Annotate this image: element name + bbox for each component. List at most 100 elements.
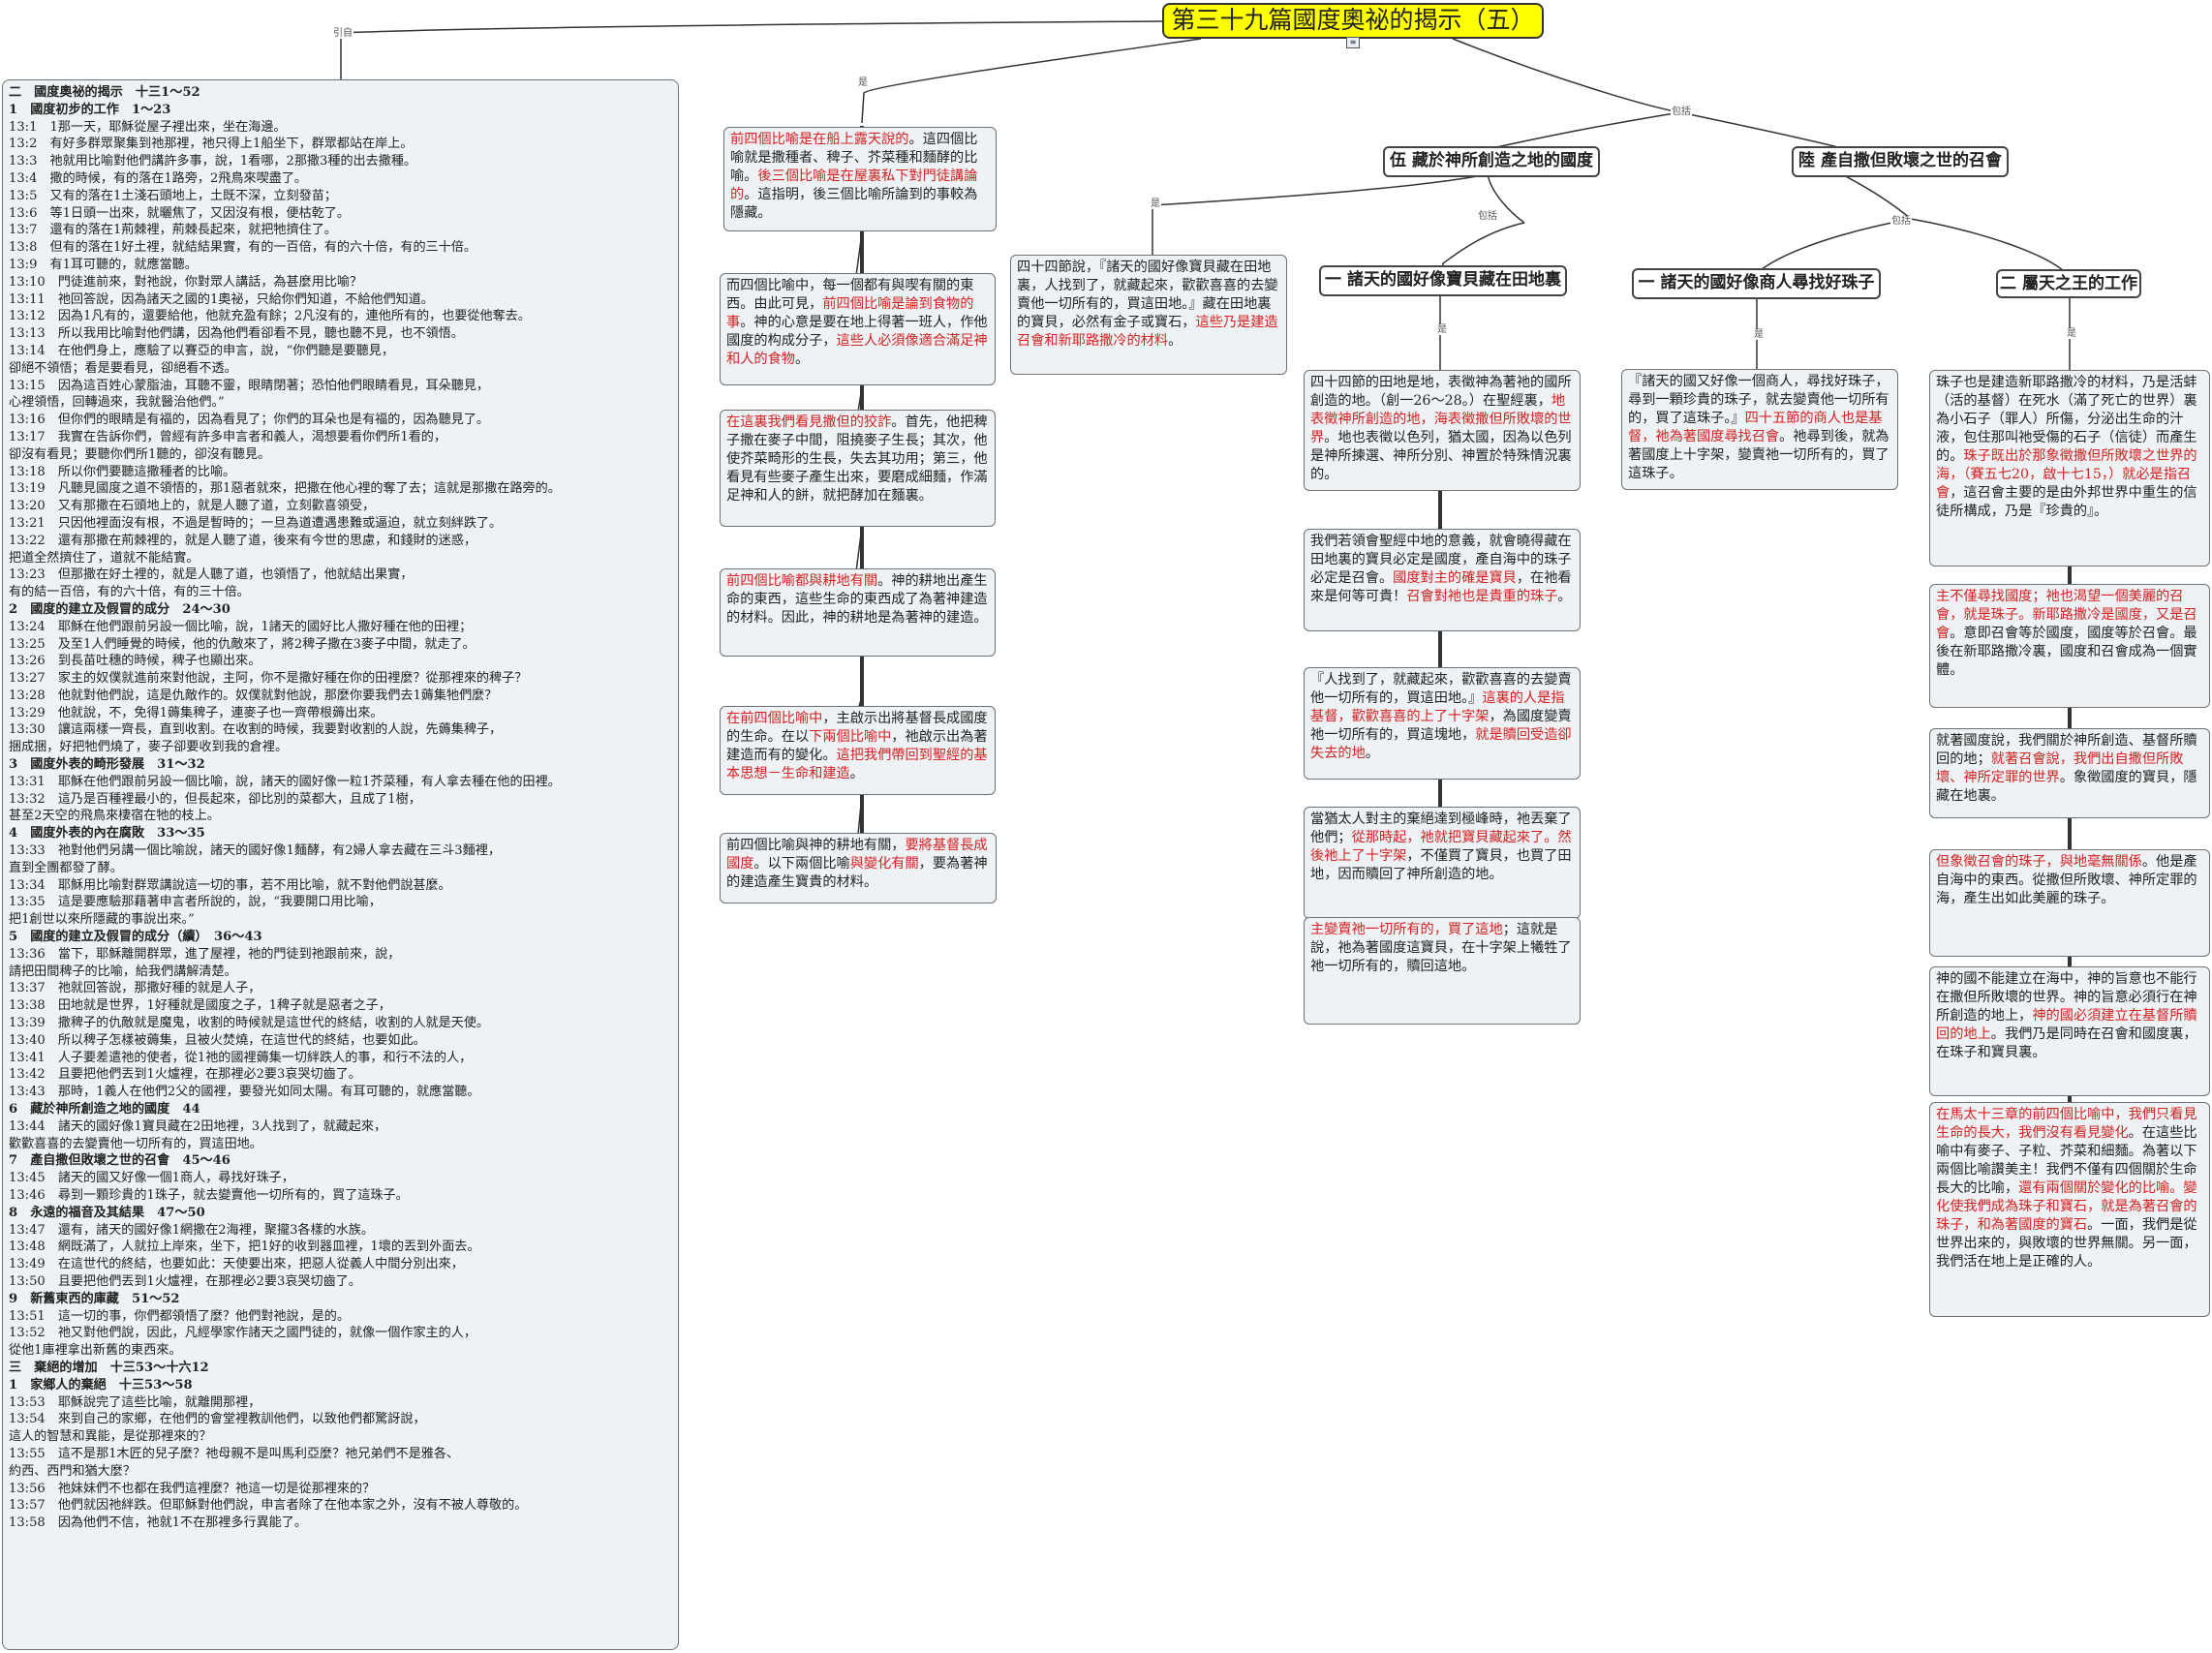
highlighted-text: 前四個比喻是論到食物的事 — [726, 296, 974, 330]
note-col3-4[interactable]: 當猶太人對主的棄絕達到極峰時，祂丟棄了他們；從那時起，祂就把寶貝藏起來了。然後祂… — [1304, 807, 1581, 919]
outline-verse-line: 13:51 這一切的事，你們都領悟了麼？他們對祂說，是的。 — [9, 1308, 350, 1324]
outline-verse-line: 13:37 祂就回答說，那撒好種的就是人子， — [9, 981, 261, 996]
outline-verse-line: 13:46 尋到一顆珍貴的1珠子，就去變賣他一切所有的，買了這珠子。 — [9, 1188, 409, 1203]
note-col1-2[interactable]: 而四個比喻中，每一個都有與喫有關的東西。由此可見，前四個比喻是論到食物的事。神的… — [720, 273, 996, 385]
outline-verse-line: 13:25 及至1人們睡覺的時候，他的仇敵來了，將2稗子撒在3麥子中間，就走了。 — [9, 636, 476, 652]
outline-heading: 2 國度的建立及假冒的成分 24～30 — [9, 601, 230, 617]
outline-verse-line: 13:44 諸天的國好像1寶貝藏在2田地裡，3人找到了，就藏起來， — [9, 1118, 387, 1134]
note-col3-1[interactable]: 四十四節的田地是地，表徵神為著祂的國所創造的地。（創一26～28。）在聖經裏，地… — [1304, 370, 1581, 491]
topic-lu[interactable]: 陸 產自撒但敗壞之世的召會 — [1792, 146, 2009, 177]
note-col3-5[interactable]: 主變賣祂一切所有的，買了這地；這就是說，祂為著國度這寶貝，在十字架上犧牲了祂一切… — [1304, 917, 1581, 1025]
connector-label-is: 是 — [1436, 324, 1448, 335]
outline-heading: 6 藏於神所創造之地的國度 44 — [9, 1102, 200, 1117]
note-text: 我們若領會聖經中地的意義，就會曉得藏在田地裏的寶貝必定是國度，產自海中的珠子必定… — [1310, 534, 1572, 586]
note-text: 四十四節說，『諸天的國好像寶貝藏在田地裏，人找到了，就藏起來，歡歡喜喜的去變賣他… — [1017, 260, 1278, 330]
highlighted-text: 後三個比喻是在屋裏私下對門徒講論的 — [730, 168, 978, 202]
outline-verse-line: 甚至2天空的飛鳥來棲宿在牠的枝上。 — [9, 809, 220, 824]
note-text: ，主啟示出將基督長成國度的生命。在以 — [726, 711, 988, 745]
highlighted-text: 與變化有關 — [849, 856, 919, 872]
note-text: 。 — [1168, 333, 1183, 349]
note-col1-6[interactable]: 前四個比喻與神的耕地有關，要將基督長成國度。以下兩個比喻與變化有關，要為著神的建… — [720, 833, 997, 903]
note-col4-1[interactable]: 『諸天的國又好像一個商人，尋找好珠子，尋到一顆珍貴的珠子，就去變賣他一切所有的，… — [1621, 369, 1898, 490]
note-text: ，這召會主要的是由外邦世界中重生的信徒所構成，乃是『珍貴的』。 — [1936, 485, 2197, 519]
outline-verse-line: 13:12 因為1凡有的，還要給他，他就充盈有餘；2凡沒有的，連他所有的，也要從… — [9, 309, 531, 324]
highlighted-text: 但象徵召會的珠子，與地毫無關係 — [1936, 854, 2142, 870]
note-col3-2[interactable]: 我們若領會聖經中地的意義，就會曉得藏在田地裏的寶貝必定是國度，產自海中的珠子必定… — [1304, 529, 1581, 631]
note-text: 神的國不能建立在海中，神的旨意也不能行在撒但所敗壞的世界。神的旨意必須行在神所創… — [1936, 971, 2197, 1024]
note-text: ；這就是說，祂為著國度這寶貝，在十字架上犧牲了祂一切所有的，贖回這地。 — [1310, 922, 1572, 974]
note-col3-3[interactable]: 『人找到了，就藏起來，歡歡喜喜的去變賣他一切所有的，買這田地。』這裏的人是指基督… — [1304, 667, 1581, 780]
outline-verse-line: 13:41 人子要差遣祂的使者，從1祂的國裡薅集一切絆跌人的事，和行不法的人， — [9, 1050, 473, 1065]
outline-verse-line: 13:26 到長苗吐穗的時候，稗子也顯出來。 — [9, 654, 261, 669]
connector-label-is: 是 — [2066, 328, 2077, 339]
note-text: 。以下兩個比喻 — [753, 856, 850, 872]
outline-verse-line: 直到全團都發了酵。 — [9, 860, 123, 875]
note-text: 。 — [1557, 589, 1572, 604]
note-col2-1[interactable]: 四十四節說，『諸天的國好像寶貝藏在田地裏，人找到了，就藏起來，歡歡喜喜的去變賣他… — [1010, 255, 1287, 375]
topic-wu-1[interactable]: 一 諸天的國好像寶貝藏在田地裏 — [1319, 265, 1567, 296]
outline-verse-line: 13:4 撒的時候，有的落在1路旁，2飛鳥來喫盡了。 — [9, 170, 307, 186]
outline-heading: 三 棄絕的增加 十三53～十六12 — [9, 1360, 209, 1375]
note-col5-2[interactable]: 主不僅尋找國度；祂也渴望一個美麗的召會，就是珠子。新耶路撒冷是國度，又是召會。意… — [1929, 584, 2210, 708]
root-topic-title[interactable]: 第三十九篇國度奧祕的揭示（五） — [1162, 3, 1544, 39]
outline-verse-line: 13:11 祂回答說，因為諸天之國的1奧祕，只給你們知道，不給他們知道。 — [9, 291, 434, 307]
outline-verse-line: 13:21 只因他裡面沒有根，不過是暫時的；一旦為道遭遇患難或逼迫，就立刻絆跌了… — [9, 515, 503, 531]
outline-verse-line: 13:14 在他們身上，應驗了以賽亞的申言，說，“你們聽是要聽見， — [9, 343, 394, 358]
connector-label-includes: 包括 — [1890, 216, 1912, 227]
connector-label-includes: 包括 — [1671, 107, 1692, 117]
note-text: 四十四節的田地是地，表徵神為著祂的國所創造的地。（創一26～28。）在聖經裏， — [1310, 375, 1572, 409]
topic-lu-1[interactable]: 一 諸天的國好像商人尋找好珠子 — [1632, 268, 1881, 299]
outline-verse-line: 13:1 1那一天，耶穌從屋子裡出來，坐在海邊。 — [9, 119, 287, 135]
topic-wu[interactable]: 伍 藏於神所創造之地的國度 — [1383, 146, 1600, 177]
notes-icon[interactable]: ≡ — [1346, 37, 1360, 48]
outline-verse-line: 歡歡喜喜的去變賣他一切所有的，買這田地。 — [9, 1136, 262, 1151]
outline-verse-line: 13:48 網既滿了，人就拉上岸來，坐下，把1好的收到器皿裡，1壞的丟到外面去。 — [9, 1240, 480, 1255]
highlighted-text: 地表徵神所創造的地，海表徵撒但所敗壞的世界 — [1310, 393, 1572, 445]
outline-verse-line: 卻沒有看見；要聽你們所1聽的，卻沒有聽見。 — [9, 446, 271, 462]
highlighted-text: 主不僅尋找國度；祂也渴望一個美麗的召會，就是珠子。新耶路撒冷是國度，又是召會 — [1936, 589, 2197, 641]
highlighted-text: 在馬太十三章的前四個比喻中，我們只看見生命的長大，我們沒有看見變化 — [1936, 1107, 2197, 1141]
connector-label-is: 是 — [1753, 329, 1765, 340]
highlighted-text: 這把我們帶回到聖經的基本思想－生命和建造 — [726, 748, 988, 781]
outline-verse-line: 13:39 撒稗子的仇敵就是魔鬼，收割的時候就是這世代的終結，收割的人就是天使。 — [9, 1016, 490, 1031]
note-text: 而四個比喻中，每一個都有與喫有關的東西。由此可見， — [726, 278, 974, 312]
note-col1-3[interactable]: 在這裏我們看見撒但的狡詐。首先，他把稗子撒在麥子中間，阻撓麥子生長；其次，他使芥… — [720, 410, 996, 527]
note-text: 『人找到了，就藏起來，歡歡喜喜的去變賣他一切所有的，買這田地。』 — [1310, 672, 1572, 706]
outline-verse-line: 有的結一百倍，有的六十倍，有的三十倍。 — [9, 585, 250, 600]
highlighted-text: 從那時起，祂就把寶貝藏起來了。然後祂上了十字架 — [1310, 830, 1572, 864]
note-col5-6[interactable]: 在馬太十三章的前四個比喻中，我們只看見生命的長大，我們沒有看見變化。在這些比喻中… — [1929, 1102, 2210, 1317]
outline-verse-line: 13:27 家主的奴僕就進前來對他說，主阿，你不是撒好種在你的田裡麼？從那裡來的… — [9, 671, 528, 687]
note-col5-3[interactable]: 就著國度說，我們關於神所創造、基督所贖回的地；就著召會說，我們出自撒但所敗壞、神… — [1929, 728, 2210, 818]
outline-heading: 9 新舊東西的庫藏 51～52 — [9, 1291, 180, 1306]
outline-verse-line: 13:8 但有的落在1好土裡，就結結果實，有的一百倍，有的六十倍，有的三十倍。 — [9, 240, 476, 256]
note-col5-1[interactable]: 珠子也是建造新耶路撒冷的材料，乃是活蚌（活的基督）在死水（滿了死亡的世界）裏為小… — [1929, 370, 2210, 566]
outline-verse-line: 13:36 當下，耶穌離開群眾，進了屋裡，祂的門徒到祂跟前來，說， — [9, 946, 401, 962]
outline-verse-line: 13:32 這乃是百種裡最小的，但長起來，卻比別的菜都大，且成了1樹， — [9, 791, 421, 807]
note-col1-4[interactable]: 前四個比喻都與耕地有關。神的耕地出產生命的東西，這些生命的東西成了為著神建造的材… — [720, 568, 996, 657]
note-text: 前四個比喻與神的耕地有關， — [726, 838, 906, 853]
highlighted-text: 在前四個比喻中 — [726, 711, 823, 726]
outline-verse-line: 13:24 耶穌在他們跟前另設一個比喻，說，1諸天的國好比人撒好種在他的田裡； — [9, 619, 473, 634]
note-col5-5[interactable]: 神的國不能建立在海中，神的旨意也不能行在撒但所敗壞的世界。神的旨意必須行在神所創… — [1929, 966, 2210, 1096]
note-text: ，祂啟示出為著建造而有的變化。 — [726, 729, 988, 763]
note-text: 『諸天的國又好像一個商人，尋找好珠子，尋到一顆珍貴的珠子，就去變賣他一切所有的，… — [1628, 374, 1889, 426]
outline-verse-line: 13:2 有好多群眾聚集到祂那裡，祂只得上1船坐下，群眾都站在岸上。 — [9, 137, 414, 152]
note-text: 。首先，他把稗子撒在麥子中間，阻撓麥子生長；其次，他使芥菜畸形的生長，失去其功用… — [726, 414, 988, 504]
outline-heading: 4 國度外表的內在腐敗 33～35 — [9, 826, 205, 842]
highlighted-text: 珠子既出於那象徵撒但所敗壞之世界的海，（賽五七20，啟十七15，）就必是指召會 — [1936, 448, 2197, 501]
note-col5-4[interactable]: 但象徵召會的珠子，與地毫無關係。他是產自海中的東西。從撒但所敗壞、神所定罪的海，… — [1929, 849, 2210, 957]
outline-verse-line: 13:5 又有的落在1土淺石頭地上，土既不深，立刻發苗； — [9, 188, 337, 203]
outline-verse-line: 13:16 但你們的眼睛是有福的，因為看見了；你們的耳朵也是有福的，因為聽見了。 — [9, 413, 490, 428]
note-text: 。 — [1365, 746, 1379, 761]
outline-verse-line: 卻絕不領悟；看是要看見，卻絕看不透。 — [9, 360, 237, 376]
outline-verse-line: 捆成捆，好把牠們燒了，麥子卻要收到我的倉裡。 — [9, 740, 289, 755]
outline-verse-line: 13:38 田地就是世界，1好種就是國度之子，1稗子就是惡者之子， — [9, 998, 391, 1014]
note-col1-5[interactable]: 在前四個比喻中，主啟示出將基督長成國度的生命。在以下兩個比喻中，祂啟示出為著建造… — [720, 706, 996, 795]
note-col1-1[interactable]: 前四個比喻是在船上露天說的。這四個比喻就是撒種者、稗子、芥菜種和麵酵的比喻。後三… — [723, 127, 997, 231]
outline-verse-line: 13:13 所以我用比喻對他們講，因為他們看卻看不見，聽也聽不見，也不領悟。 — [9, 326, 464, 342]
outline-verse-line: 13:18 所以你們要聽這撒種者的比喻。 — [9, 464, 236, 479]
connector-label-is: 是 — [1150, 199, 1161, 209]
topic-lu-2[interactable]: 二 屬天之王的工作 — [1996, 269, 2141, 298]
note-text: 就著國度說，我們關於神所創造、基督所贖回的地； — [1936, 733, 2197, 767]
